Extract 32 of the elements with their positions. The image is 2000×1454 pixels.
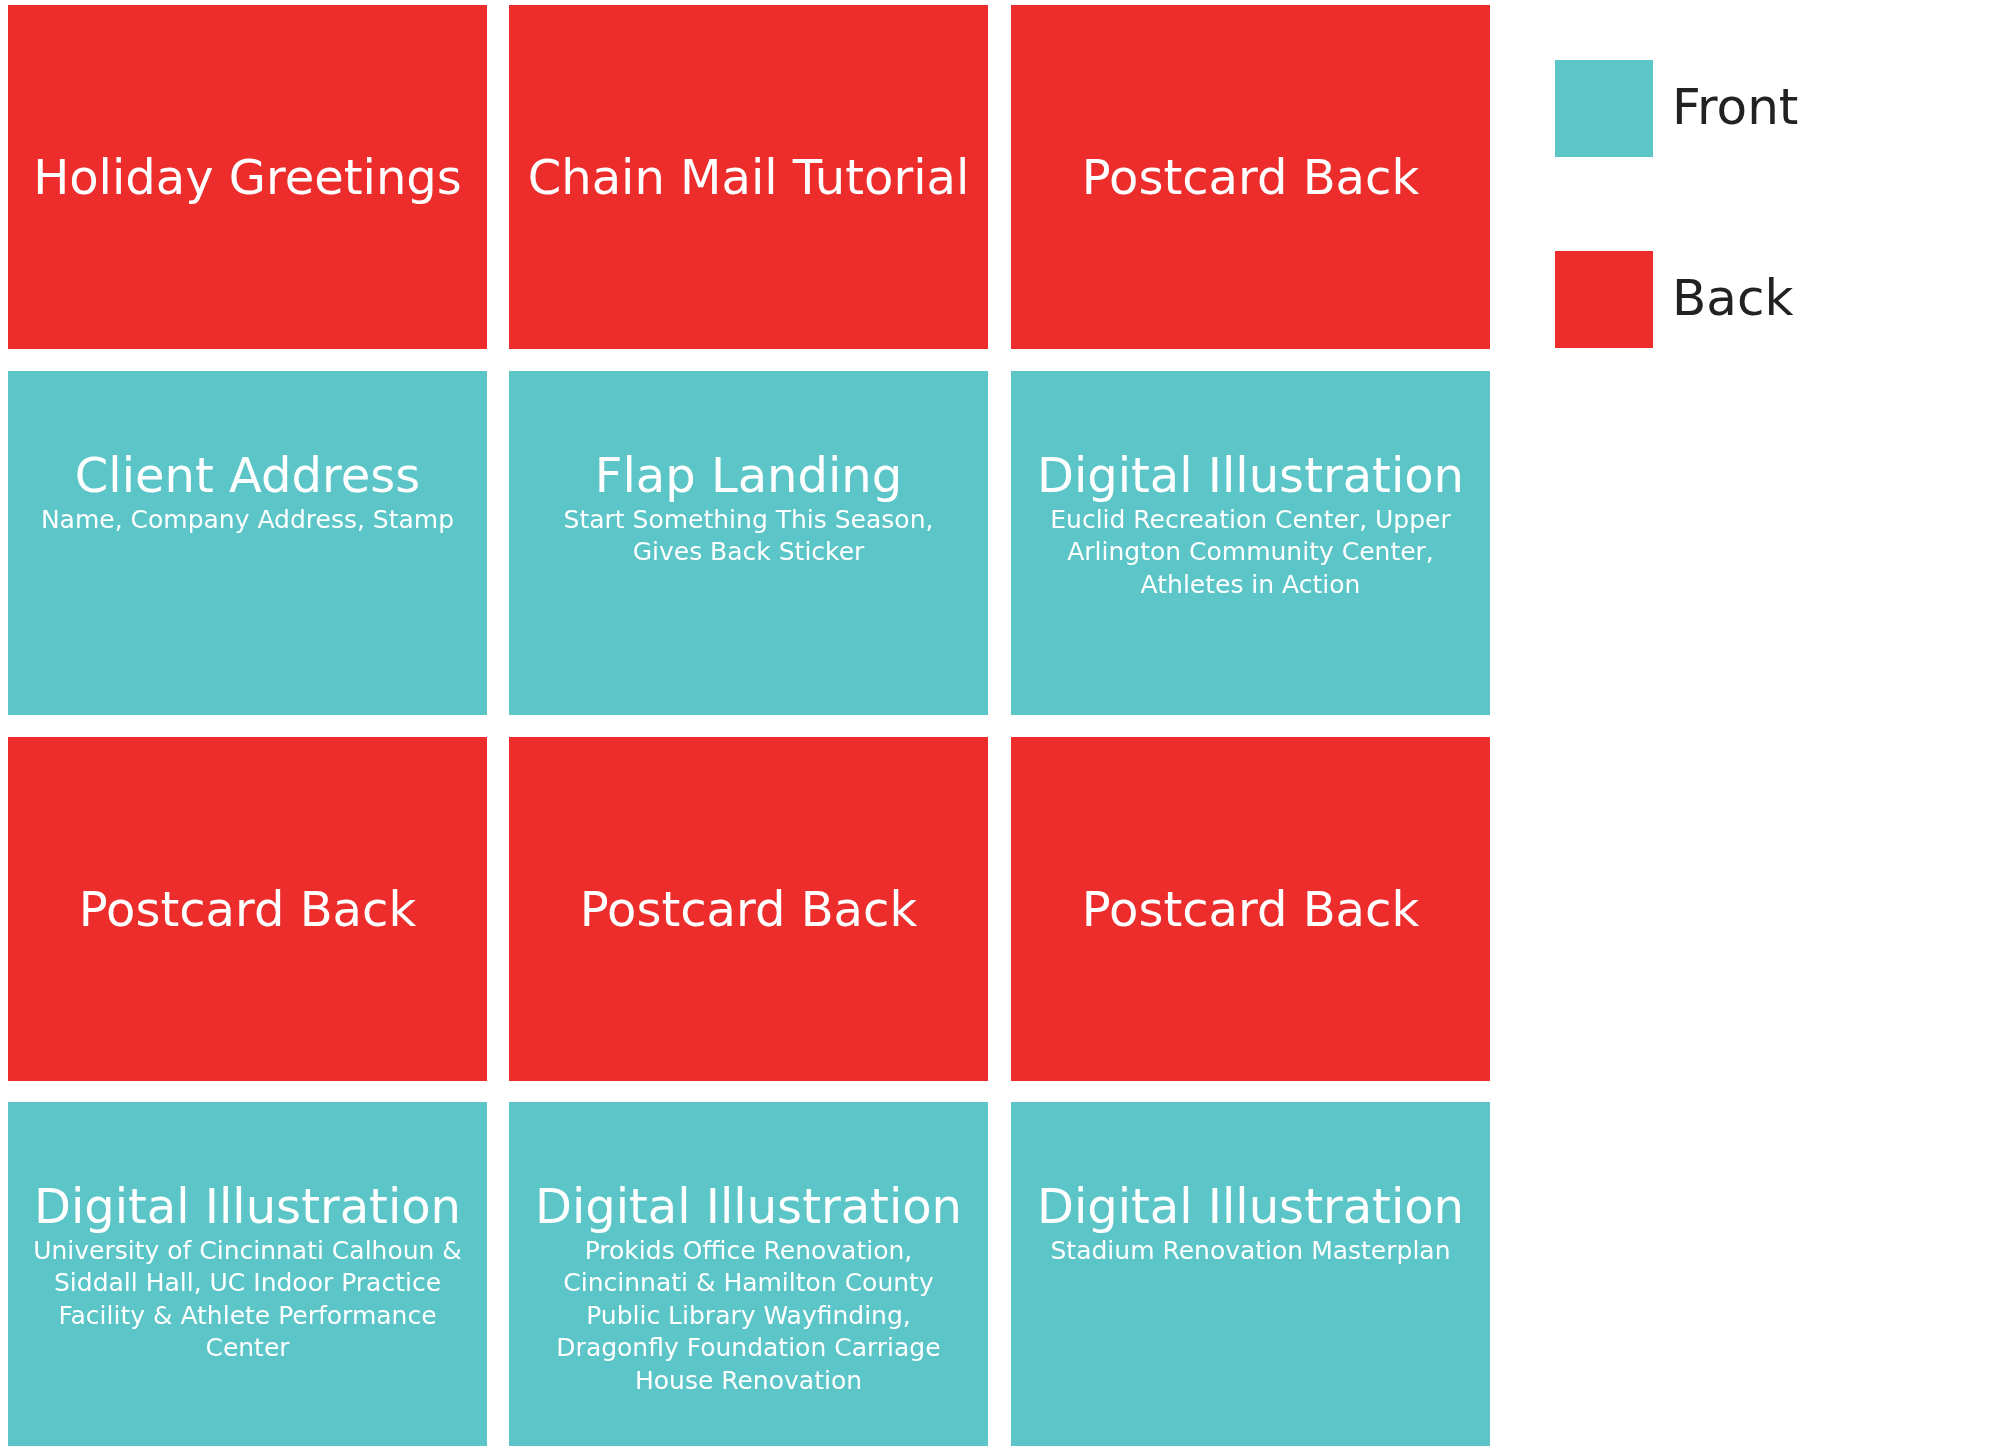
card-title: Chain Mail Tutorial (527, 150, 970, 204)
card-description: University of Cincinnati Calhoun & Siddall Hall, UC Indoor Practice Facility & Athlete Performance Center (32, 1234, 463, 1365)
legend-label: Back (1672, 269, 1794, 327)
card-title: Postcard Back (78, 882, 417, 936)
back-panel-card (8, 5, 487, 349)
card-title: Postcard Back (1081, 150, 1420, 204)
card-title: Client Address (74, 449, 421, 502)
card-description: Prokids Office Renovation, Cincinnati & Hamilton County Public Library Wayfinding, Dragonfly Foundation Carriage House Renovation (555, 1234, 942, 1397)
back-panel-card (509, 5, 988, 349)
back-panel-card (1011, 5, 1490, 349)
card-description: Name, Company Address, Stamp (39, 503, 456, 536)
card-title: Flap Landing (594, 449, 903, 502)
card-title: Holiday Greetings (33, 150, 462, 204)
back-panel-card (509, 737, 988, 1081)
card-description: Start Something This Season, Gives Back Sticker (562, 503, 935, 569)
front-panel-card (8, 371, 487, 715)
card-description: Stadium Renovation Masterplan (1049, 1234, 1452, 1267)
front-panel-card (1011, 371, 1490, 715)
front-panel-card (8, 1102, 487, 1446)
front-panel-card (1011, 1102, 1490, 1446)
card-title: Postcard Back (1081, 882, 1420, 936)
front-panel-card (509, 1102, 988, 1446)
card-description: Euclid Recreation Center, Upper Arlington Community Center, Athletes in Action (1049, 503, 1452, 601)
card-title: Digital Illustration (33, 1180, 462, 1233)
back-panel-card (1011, 737, 1490, 1081)
card-title: Postcard Back (579, 882, 918, 936)
card-title: Digital Illustration (1036, 1180, 1465, 1233)
back-panel-card (8, 737, 487, 1081)
front-panel-card (509, 371, 988, 715)
card-title: Digital Illustration (534, 1180, 963, 1233)
legend-label: Front (1672, 78, 1799, 136)
card-title: Digital Illustration (1036, 449, 1465, 502)
